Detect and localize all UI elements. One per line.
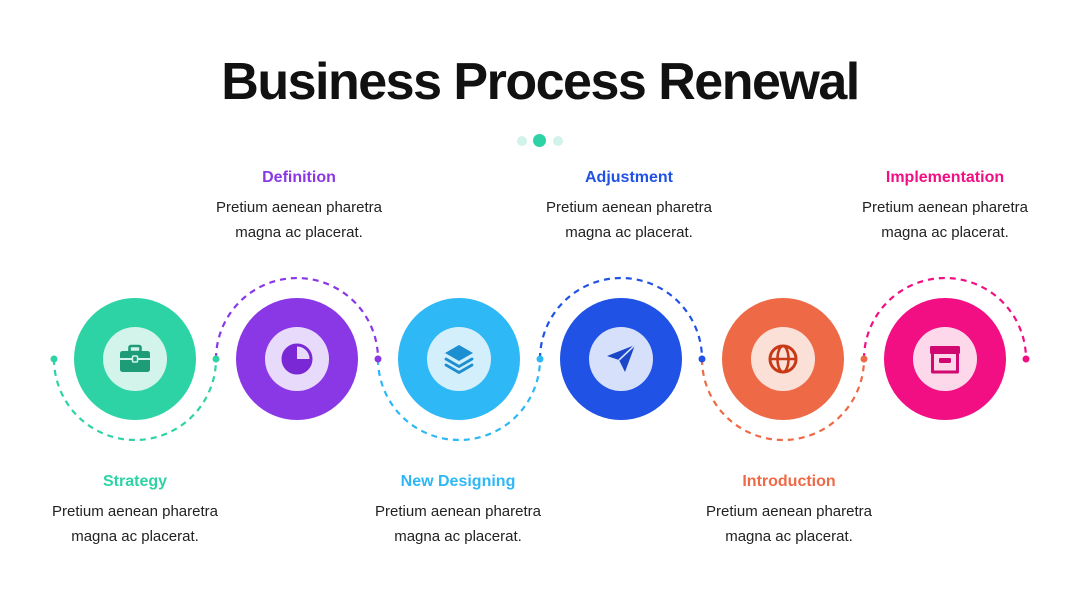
pie-chart-icon [281, 343, 313, 375]
step-description: Pretium aenean pharetra magna ac placera… [52, 503, 218, 545]
step-label-implementation: Implementation Pretium aenean pharetra m… [835, 169, 1055, 245]
connector-arc-definition [214, 276, 380, 360]
step-circle-introduction [722, 298, 844, 420]
step-circle-new-designing [398, 298, 520, 420]
step-title: Strategy [102, 473, 168, 490]
step-title: Adjustment [585, 169, 673, 186]
step-description: Pretium aenean pharetra magna ac placera… [375, 503, 541, 545]
pagination-dots [515, 134, 565, 148]
page-title: Business Process Renewal [221, 53, 860, 111]
step-title: Implementation [885, 169, 1005, 186]
connector-node [698, 355, 706, 363]
step-description: Pretium aenean pharetra magna ac placera… [216, 199, 382, 241]
globe-icon [768, 344, 798, 374]
connector-node [374, 355, 382, 363]
step-circle-implementation [884, 298, 1006, 420]
send-icon [607, 344, 636, 372]
pagination-dot [553, 136, 563, 146]
step-circle-strategy [74, 298, 196, 420]
connector-node [50, 355, 58, 363]
step-label-strategy: Strategy Pretium aenean pharetra magna a… [25, 473, 245, 549]
step-label-adjustment: Adjustment Pretium aenean pharetra magna… [519, 169, 739, 245]
connector-node [536, 355, 544, 363]
connector-node [860, 355, 868, 363]
step-description: Pretium aenean pharetra magna ac placera… [862, 199, 1028, 241]
connector-arc-strategy [52, 358, 218, 442]
connector-arc-implementation [862, 276, 1028, 360]
pagination-dot-active [533, 134, 546, 147]
step-description: Pretium aenean pharetra magna ac placera… [706, 503, 872, 545]
connector-arc-introduction [700, 358, 866, 442]
connector-arc-new-designing [376, 358, 542, 442]
step-title: Definition [262, 169, 336, 186]
step-description: Pretium aenean pharetra magna ac placera… [546, 199, 712, 241]
step-label-definition: Definition Pretium aenean pharetra magna… [189, 169, 409, 245]
connector-arc-adjustment [538, 276, 704, 360]
archive-icon [930, 346, 960, 374]
step-circle-definition [236, 298, 358, 420]
connector-node [1022, 355, 1030, 363]
connector-node [212, 355, 220, 363]
step-title: New Designing [400, 473, 516, 490]
step-circle-adjustment [560, 298, 682, 420]
step-label-introduction: Introduction Pretium aenean pharetra mag… [679, 473, 899, 549]
layers-icon [444, 345, 474, 374]
step-label-new-designing: New Designing Pretium aenean pharetra ma… [348, 473, 568, 549]
pagination-dot [517, 136, 527, 146]
step-title: Introduction [742, 473, 836, 490]
briefcase-icon [120, 344, 150, 372]
